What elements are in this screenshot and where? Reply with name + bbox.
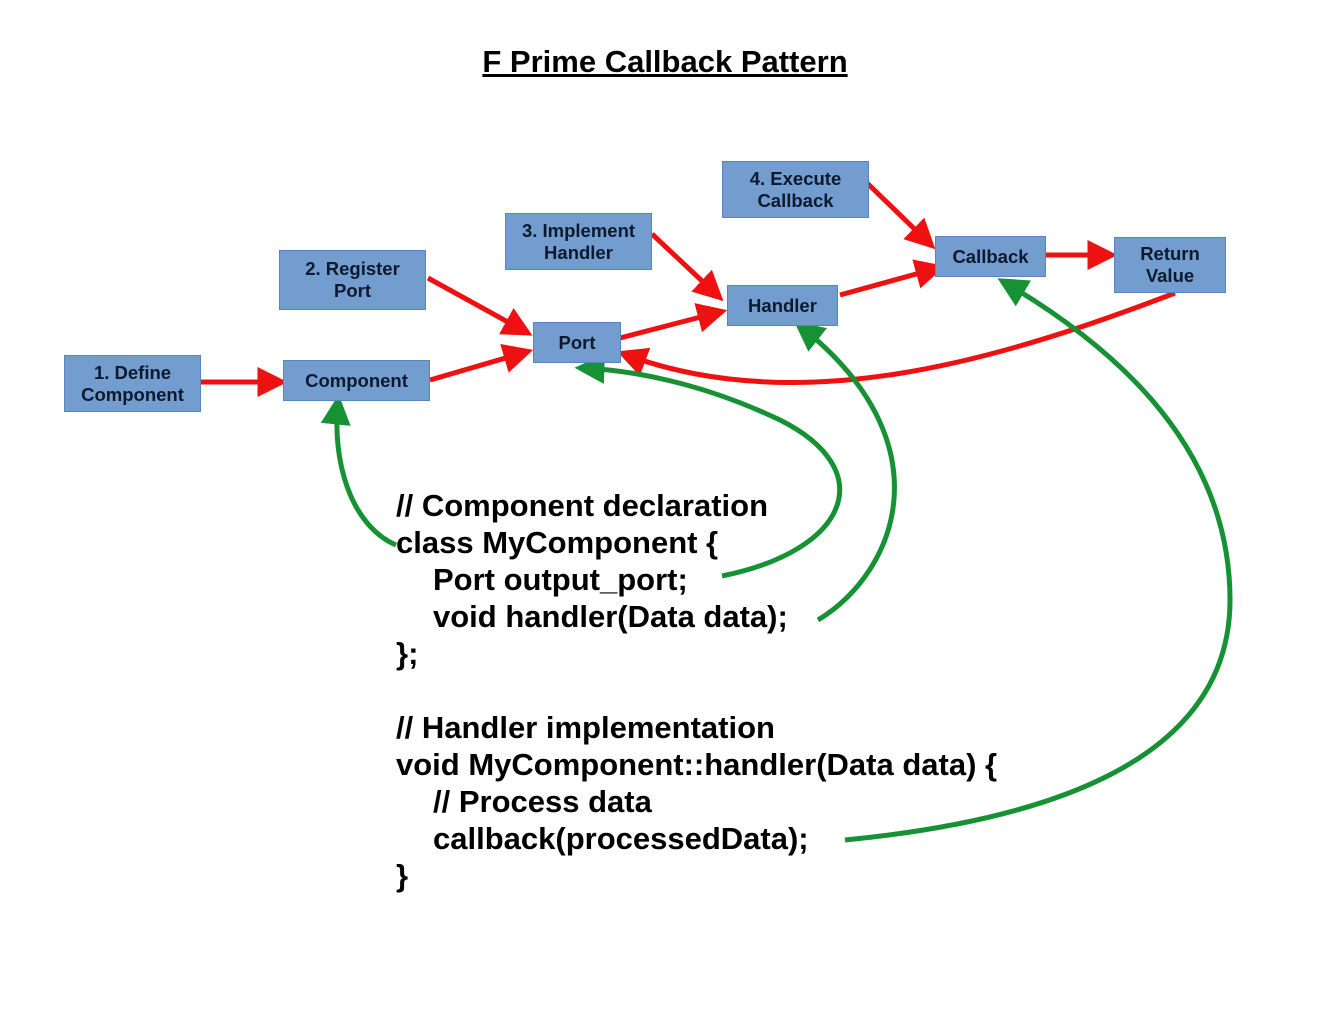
code-line: Port output_port;: [433, 562, 688, 597]
code-line: void MyComponent::handler(Data data) {: [396, 747, 998, 782]
node-execute-callback: 4. Execute Callback: [722, 161, 869, 218]
ref-callback-call-to-callback: [844, 278, 1233, 843]
node-implement-handler: 3. Implement Handler: [505, 213, 652, 270]
ref-handler-decl-to-handler: [794, 321, 897, 623]
node-handler: Handler: [727, 285, 838, 326]
node-callback: Callback: [935, 236, 1046, 277]
arrow-return-to-port: [616, 290, 1176, 386]
node-register-port: 2. Register Port: [279, 250, 426, 310]
arrow-implement-to-handler: [650, 232, 724, 302]
code-line: // Handler implementation: [396, 710, 775, 745]
code-line: };: [396, 636, 419, 671]
code-line: // Component declaration: [396, 488, 769, 523]
node-port: Port: [533, 322, 621, 363]
code-snippet: // Component declaration class MyCompone…: [396, 487, 997, 894]
code-line: callback(processedData);: [433, 821, 809, 856]
node-return-value: Return Value: [1114, 237, 1226, 293]
arrow-component-to-port: [429, 343, 534, 383]
code-line: }: [396, 858, 409, 893]
code-line: void handler(Data data);: [433, 599, 788, 634]
arrow-execute-to-callback: [864, 180, 936, 250]
ref-class-to-component: [320, 394, 398, 548]
ref-output-port-to-port: [574, 353, 843, 579]
code-line: [396, 672, 997, 709]
code-line: class MyComponent {: [396, 525, 719, 560]
arrow-register-to-port: [426, 275, 533, 336]
arrow-port-to-handler: [619, 303, 728, 341]
code-line: // Process data: [433, 784, 652, 819]
node-component: Component: [283, 360, 430, 401]
diagram-title: F Prime Callback Pattern: [482, 44, 848, 79]
arrow-handler-to-callback: [839, 259, 946, 298]
node-define-component: 1. Define Component: [64, 355, 201, 412]
